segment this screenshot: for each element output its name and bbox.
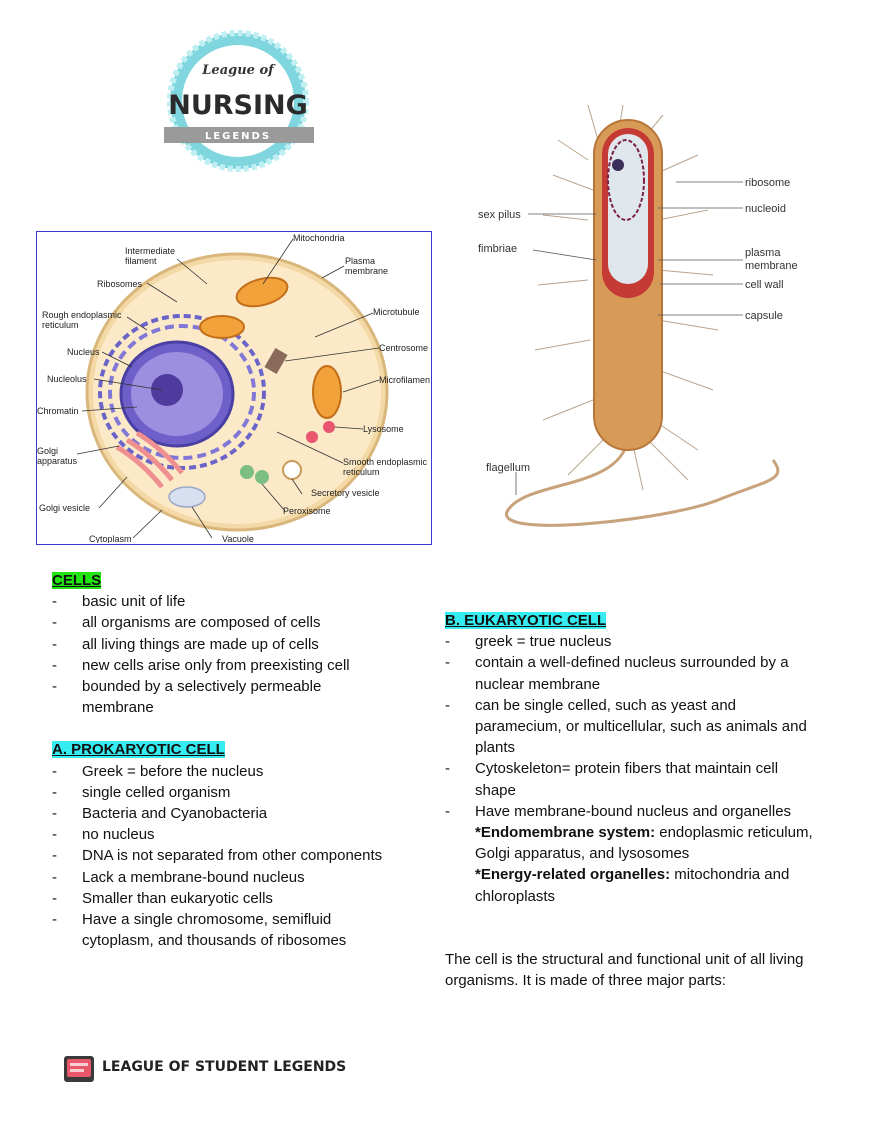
cells-section: CELLS basic unit of life all organisms a… bbox=[52, 570, 412, 718]
list-item: all living things are made up of cells bbox=[52, 634, 412, 655]
list-item: new cells arise only from preexisting ce… bbox=[52, 655, 412, 676]
list-item: Have a single chromosome, semifluid cyto… bbox=[52, 909, 382, 951]
svg-text:NURSING: NURSING bbox=[168, 90, 308, 121]
svg-text:LEGENDS: LEGENDS bbox=[205, 131, 271, 142]
svg-text:Centrosome: Centrosome bbox=[379, 343, 428, 353]
energy-text: mitochondria and chloroplasts bbox=[475, 866, 790, 905]
svg-text:Secretory vesicle: Secretory vesicle bbox=[311, 488, 380, 498]
energy-label: *Energy-related organelles: bbox=[475, 866, 671, 884]
eukaryotic-list: greek = true nucleus contain a well-defi… bbox=[445, 631, 815, 907]
svg-text:Intermediate: Intermediate bbox=[125, 246, 175, 256]
svg-text:Cytoplasm: Cytoplasm bbox=[89, 534, 132, 543]
prokaryotic-heading: A. PROKARYOTIC CELL bbox=[52, 741, 225, 759]
left-column: CELLS basic unit of life all organisms a… bbox=[52, 570, 412, 951]
list-item: Greek = before the nucleus bbox=[52, 761, 412, 782]
svg-text:Rough endoplasmic: Rough endoplasmic bbox=[42, 310, 122, 320]
footer-brand: LEAGUE OF STUDENT LEGENDS bbox=[62, 1052, 346, 1086]
nursing-legends-logo: League of NURSING LEGENDS bbox=[160, 26, 320, 181]
eukaryotic-heading: B. EUKARYOTIC CELL bbox=[445, 612, 607, 629]
svg-text:reticulum: reticulum bbox=[42, 320, 79, 330]
endomembrane-label: *Endomembrane system: bbox=[475, 824, 656, 842]
svg-text:Nucleolus: Nucleolus bbox=[47, 374, 87, 384]
svg-text:membrane: membrane bbox=[345, 266, 388, 276]
list-item: Have membrane-bound nucleus and organell… bbox=[445, 801, 815, 907]
svg-text:ribosome: ribosome bbox=[745, 177, 790, 189]
svg-text:fimbriae: fimbriae bbox=[478, 243, 517, 255]
svg-text:filament: filament bbox=[125, 256, 157, 266]
svg-text:sex pilus: sex pilus bbox=[478, 209, 521, 221]
list-item: Lack a membrane-bound nucleus bbox=[52, 867, 412, 888]
list-item: greek = true nucleus bbox=[445, 631, 815, 652]
svg-text:flagellum: flagellum bbox=[486, 462, 530, 474]
list-item: Cytoskeleton= protein fibers that mainta… bbox=[445, 758, 815, 800]
svg-text:League of: League of bbox=[201, 63, 276, 78]
list-item: Smaller than eukaryotic cells bbox=[52, 888, 412, 909]
svg-text:capsule: capsule bbox=[745, 310, 783, 322]
summary-paragraph: The cell is the structural and functiona… bbox=[445, 950, 804, 990]
svg-text:Microfilament: Microfilament bbox=[379, 375, 430, 385]
list-item-text: Have membrane-bound nucleus and organell… bbox=[475, 802, 792, 820]
prokaryotic-section: A. PROKARYOTIC CELL Greek = before the n… bbox=[52, 739, 412, 951]
list-item: DNA is not separated from other componen… bbox=[52, 845, 412, 866]
svg-text:plasma: plasma bbox=[745, 247, 781, 259]
svg-text:Peroxisome: Peroxisome bbox=[283, 506, 331, 516]
footer-brand-text: LEAGUE OF STUDENT LEGENDS bbox=[102, 1059, 347, 1075]
svg-text:nucleoid: nucleoid bbox=[745, 203, 786, 215]
svg-text:reticulum: reticulum bbox=[343, 467, 380, 477]
energy-note: *Energy-related organelles: mitochondria… bbox=[475, 864, 815, 906]
svg-text:Microtubule: Microtubule bbox=[373, 307, 420, 317]
svg-text:Smooth endoplasmic: Smooth endoplasmic bbox=[343, 457, 428, 467]
list-item: contain a well-defined nucleus surrounde… bbox=[445, 652, 815, 694]
list-item: no nucleus bbox=[52, 824, 412, 845]
list-item: single celled organism bbox=[52, 782, 412, 803]
svg-text:Lysosome: Lysosome bbox=[363, 424, 404, 434]
svg-text:Nucleus: Nucleus bbox=[67, 347, 100, 357]
svg-text:membrane: membrane bbox=[745, 260, 798, 272]
svg-text:Ribosomes: Ribosomes bbox=[97, 279, 143, 289]
book-icon bbox=[64, 1056, 94, 1082]
list-item: all organisms are composed of cells bbox=[52, 612, 412, 633]
list-item: bounded by a selectively permeable membr… bbox=[52, 676, 352, 718]
prokaryotic-cell-diagram: ribosome nucleoid sex pilus fimbriae pla… bbox=[468, 100, 808, 540]
svg-text:Vacuole: Vacuole bbox=[222, 534, 254, 543]
svg-text:cell wall: cell wall bbox=[745, 279, 784, 291]
right-column: B. EUKARYOTIC CELL greek = true nucleus … bbox=[445, 610, 815, 991]
svg-text:Golgi: Golgi bbox=[37, 446, 58, 456]
svg-text:apparatus: apparatus bbox=[37, 456, 78, 466]
svg-text:Chromatin: Chromatin bbox=[37, 406, 79, 416]
svg-text:Golgi vesicle: Golgi vesicle bbox=[39, 503, 90, 513]
list-item: can be single celled, such as yeast and … bbox=[445, 695, 815, 759]
label-mitochondria: Mitochondria bbox=[293, 233, 345, 243]
eukaryotic-section: B. EUKARYOTIC CELL greek = true nucleus … bbox=[445, 610, 815, 907]
endomembrane-text: endoplasmic reticulum, Golgi apparatus, … bbox=[475, 824, 813, 863]
endomembrane-note: *Endomembrane system: endoplasmic reticu… bbox=[475, 822, 815, 864]
list-item: basic unit of life bbox=[52, 591, 412, 612]
animal-cell-diagram: Mitochondria Intermediate filament Plasm… bbox=[36, 231, 433, 545]
prokaryotic-list: Greek = before the nucleus single celled… bbox=[52, 761, 412, 952]
cells-list: basic unit of life all organisms are com… bbox=[52, 591, 412, 718]
svg-text:Plasma: Plasma bbox=[345, 256, 375, 266]
list-item: Bacteria and Cyanobacteria bbox=[52, 803, 412, 824]
cells-heading: CELLS bbox=[52, 572, 102, 589]
